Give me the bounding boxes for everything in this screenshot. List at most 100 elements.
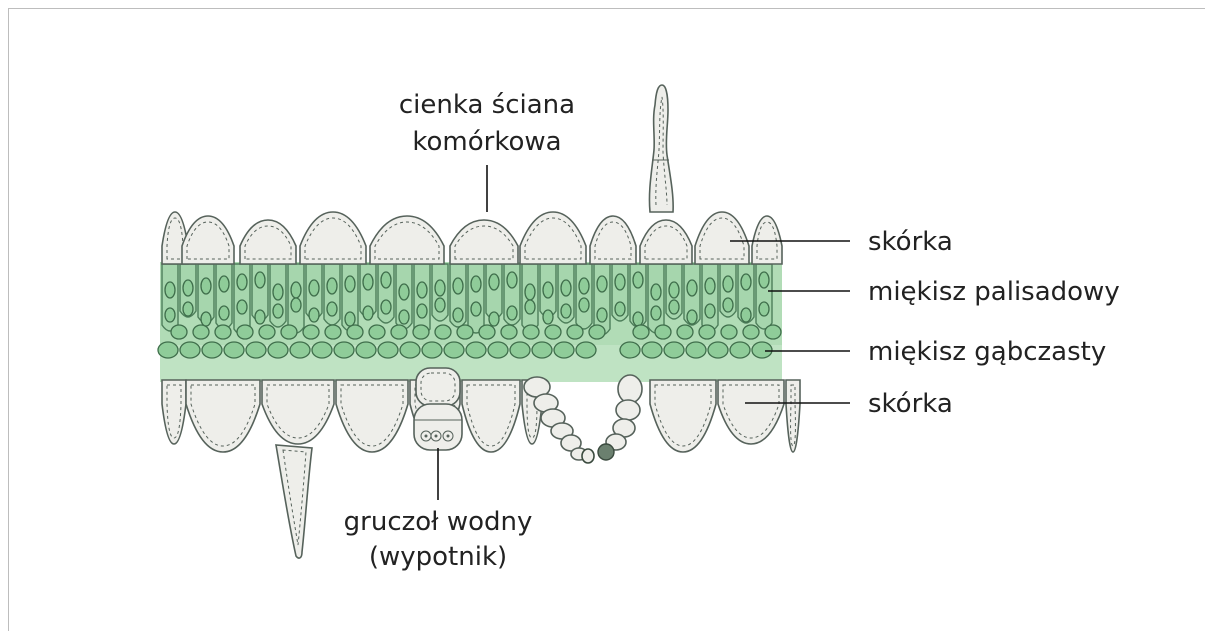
spongy-cell xyxy=(400,342,420,358)
spongy-cell xyxy=(633,325,649,339)
epidermis-cell xyxy=(240,220,296,264)
chloroplast xyxy=(363,306,373,320)
spongy-cell xyxy=(567,325,583,339)
chloroplast xyxy=(273,304,283,318)
epidermis-cell xyxy=(450,220,518,264)
epidermis-cell xyxy=(262,380,334,444)
palisade-cell xyxy=(414,264,430,335)
spongy-cell xyxy=(215,325,231,339)
lower-trichome xyxy=(276,445,312,558)
chloroplast xyxy=(543,310,553,324)
chloroplast xyxy=(327,278,337,294)
chloroplast xyxy=(291,298,301,312)
spongy-cell xyxy=(708,342,728,358)
chloroplast xyxy=(237,300,247,314)
chloroplast xyxy=(507,272,517,288)
chloroplast xyxy=(417,282,427,298)
chloroplast xyxy=(309,308,319,322)
chloroplast xyxy=(507,306,517,320)
spongy-cell xyxy=(334,342,354,358)
chloroplast xyxy=(255,272,265,288)
chloroplast xyxy=(165,282,175,298)
spongy-cell xyxy=(202,342,222,358)
chloroplast xyxy=(489,312,499,326)
spongy-cell xyxy=(743,325,759,339)
upper-trichome xyxy=(649,85,673,212)
chloroplast xyxy=(327,302,337,316)
spongy-cell xyxy=(721,325,737,339)
spongy-cell xyxy=(655,325,671,339)
spongy-cell xyxy=(620,342,640,358)
spongy-cell xyxy=(523,325,539,339)
epidermis-cell xyxy=(370,216,444,264)
chloroplast xyxy=(309,280,319,296)
chloroplast xyxy=(435,298,445,312)
spongy-cell xyxy=(444,342,464,358)
spongy-cell xyxy=(699,325,715,339)
chloroplast xyxy=(291,282,301,298)
spongy-cell xyxy=(576,342,596,358)
epidermis-cell xyxy=(462,380,520,452)
chloroplast xyxy=(723,298,733,312)
chloroplast xyxy=(363,274,373,290)
spongy-cell xyxy=(730,342,750,358)
palisade-cell xyxy=(702,264,718,331)
spongy-cell xyxy=(642,342,662,358)
label-gland-line2: (wypotnik) xyxy=(369,542,507,572)
spongy-cell xyxy=(312,342,332,358)
chloroplast xyxy=(255,310,265,324)
chloroplast xyxy=(237,274,247,290)
chloroplast xyxy=(597,276,607,292)
lower-epidermis xyxy=(162,380,800,452)
chloroplast xyxy=(345,312,355,326)
epidermis-cell xyxy=(300,212,366,264)
spongy-cell xyxy=(281,325,297,339)
label-spongy: miękisz gąbczasty xyxy=(868,337,1106,367)
chloroplast xyxy=(201,278,211,294)
chloroplast xyxy=(687,310,697,324)
chloroplast xyxy=(453,308,463,322)
spongy-cell xyxy=(268,342,288,358)
chloroplast xyxy=(669,282,679,298)
spongy-cell xyxy=(413,325,429,339)
chloroplast xyxy=(651,306,661,320)
chloroplast xyxy=(471,302,481,316)
spongy-cell xyxy=(325,325,341,339)
chloroplast xyxy=(417,304,427,318)
spongy-cell xyxy=(347,325,363,339)
epidermis-cell xyxy=(182,216,234,264)
spongy-cell xyxy=(422,342,442,358)
chloroplast xyxy=(741,274,751,290)
palisade-cell xyxy=(576,264,592,329)
spongy-cell xyxy=(290,342,310,358)
epidermis-cell xyxy=(162,380,186,444)
spongy-cell xyxy=(193,325,209,339)
spongy-cell xyxy=(554,342,574,358)
spongy-cell xyxy=(589,325,605,339)
chloroplast xyxy=(399,310,409,324)
chloroplast xyxy=(561,304,571,318)
palisade-cell xyxy=(486,264,502,319)
chloroplast xyxy=(759,302,769,316)
spongy-cell xyxy=(501,325,517,339)
chloroplast xyxy=(615,274,625,290)
epidermis-cell xyxy=(336,380,408,452)
chloroplast xyxy=(687,280,697,296)
spongy-cell xyxy=(488,342,508,358)
spongy-cell xyxy=(435,325,451,339)
chloroplast xyxy=(345,276,355,292)
epidermis-cell xyxy=(186,380,260,452)
chloroplast xyxy=(273,284,283,300)
chloroplast xyxy=(705,278,715,294)
spongy-cell xyxy=(510,342,530,358)
epidermis-cell xyxy=(520,212,586,264)
spongy-cell xyxy=(180,342,200,358)
chloroplast xyxy=(183,302,193,316)
chloroplast xyxy=(741,308,751,322)
chloroplast xyxy=(435,280,445,296)
chloroplast xyxy=(651,284,661,300)
chloroplast xyxy=(579,298,589,312)
spongy-cell xyxy=(479,325,495,339)
spongy-cell xyxy=(532,342,552,358)
